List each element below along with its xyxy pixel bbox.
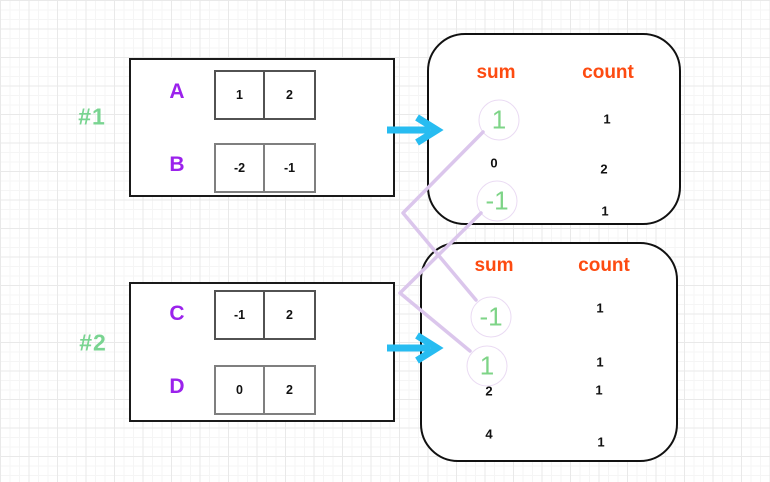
group-1-box: A 1 2 B -2 -1: [129, 58, 395, 197]
count-value: 2: [600, 161, 608, 177]
count-value: 1: [603, 111, 611, 127]
array-label-d: D: [169, 375, 185, 398]
highlighted-sum-circle: -1: [470, 296, 512, 338]
sum-column-header: sum: [474, 255, 514, 276]
sum-value: 2: [485, 383, 493, 399]
sum-column-header: sum: [476, 62, 516, 83]
array-cell: 2: [265, 290, 316, 340]
count-value: 1: [596, 300, 604, 316]
array-cell: 2: [265, 365, 316, 415]
group-2-box: C -1 2 D 0 2: [129, 282, 395, 422]
array-cell: -2: [214, 143, 265, 193]
array-cell: 2: [265, 70, 316, 120]
array-cell: 0: [214, 365, 265, 415]
count-value: 1: [595, 382, 603, 398]
array-b-cells: -2 -1: [214, 143, 316, 193]
array-c-cells: -1 2: [214, 290, 316, 340]
sum-count-table-2: sum count -1 1 1 1 2 1 4 1: [420, 242, 678, 462]
count-column-header: count: [578, 255, 630, 276]
array-label-b: B: [169, 153, 185, 176]
array-label-a: A: [169, 80, 185, 103]
count-column-header: count: [582, 62, 634, 83]
sum-count-table-1: sum count 1 1 0 2 -1 1: [427, 33, 681, 225]
highlighted-sum-circle: 1: [478, 99, 520, 141]
array-label-c: C: [169, 302, 185, 325]
group-1-tag: #1: [78, 103, 106, 130]
sum-value: -1: [479, 301, 503, 332]
sum-value: -1: [485, 185, 509, 216]
array-d-cells: 0 2: [214, 365, 316, 415]
sum-value: 1: [479, 350, 495, 381]
highlighted-sum-circle: 1: [466, 345, 508, 387]
sum-value: 0: [490, 155, 498, 171]
count-value: 1: [597, 434, 605, 450]
array-a-cells: 1 2: [214, 70, 316, 120]
sum-value: 1: [491, 104, 507, 135]
array-cell: -1: [265, 143, 316, 193]
highlighted-sum-circle: -1: [476, 180, 518, 222]
count-value: 1: [596, 354, 604, 370]
count-value: 1: [601, 203, 609, 219]
group-2-tag: #2: [79, 329, 107, 356]
sum-value: 4: [485, 426, 493, 442]
array-cell: 1: [214, 70, 265, 120]
array-cell: -1: [214, 290, 265, 340]
